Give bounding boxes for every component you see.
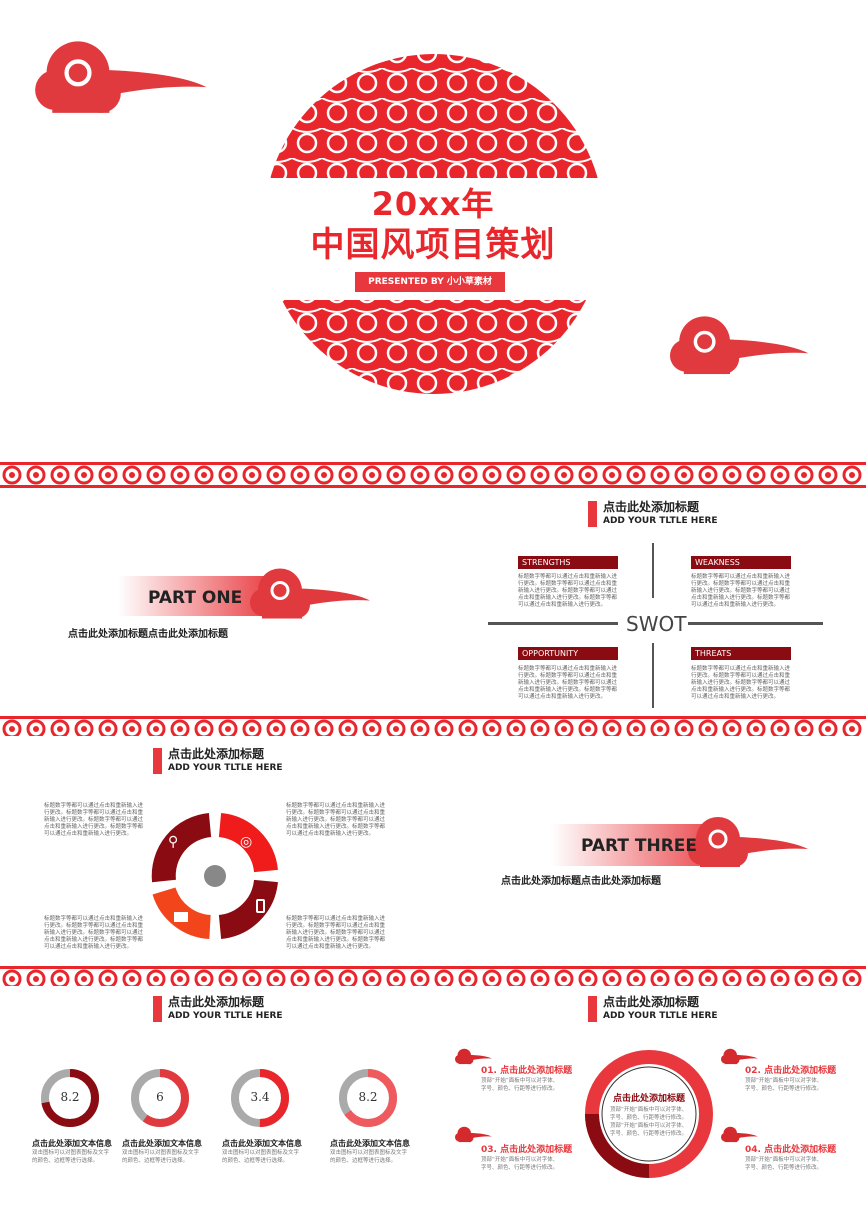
pattern-border bbox=[0, 462, 866, 488]
cloud-decoration bbox=[35, 41, 207, 113]
donut-chart bbox=[131, 1069, 189, 1127]
presented-by-badge: PRESENTED BY 小小草素材 bbox=[355, 272, 505, 292]
donut-desc: 双击图标可以对图表图标及文字的颜色、边框等进行选择。 bbox=[122, 1150, 200, 1164]
header-title: 点击此处添加标题 bbox=[168, 995, 265, 1009]
cycle-text: 标题数字等都可以通过点击和重新输入进行更改。标题数字等都可以通过点击和重新输入进… bbox=[44, 916, 144, 950]
swot-slide: 点击此处添加标题 ADD YOUR TLTLE HERE SWOT STRENG… bbox=[433, 488, 866, 718]
donut-value: 8.2 bbox=[60, 1090, 80, 1104]
center-title: 点击此处添加标题 bbox=[613, 1094, 686, 1104]
donut-arc bbox=[339, 1069, 397, 1127]
cloud-icon bbox=[455, 1126, 492, 1143]
part-three-subtitle: 点击此处添加标题点击此处添加标题 bbox=[501, 876, 661, 887]
center-desc: 顶部“开始”面板中可以对字体、字号、颜色、行距等进行修改。顶部“开始”面板中可以… bbox=[610, 1107, 688, 1137]
swot-text: 标题数字等都可以通过点击和重新输入进行更改。标题数字等都可以通过点击和重新输入进… bbox=[691, 574, 791, 608]
part-one-slide: PART ONE 点击此处添加标题点击此处添加标题 bbox=[0, 488, 433, 718]
cycle-diagram bbox=[151, 813, 278, 939]
swot-text: 标题数字等都可以通过点击和重新输入进行更改。标题数字等都可以通过点击和重新输入进… bbox=[518, 666, 618, 700]
item-title-3: 03. 点击此处添加标题 bbox=[481, 1145, 573, 1155]
cycle-text: 标题数字等都可以通过点击和重新输入进行更改。标题数字等都可以通过点击和重新输入进… bbox=[44, 803, 144, 837]
part-one-title: PART ONE bbox=[148, 588, 243, 608]
cover-title: 中国风项目策划 bbox=[310, 225, 556, 265]
cloud-decoration bbox=[250, 568, 370, 619]
brush-line bbox=[488, 622, 618, 625]
swot-center: SWOT bbox=[626, 612, 687, 636]
item-desc-3: 顶部“开始”面板中可以对字体、字号、颜色、行距等进行修改。 bbox=[481, 1157, 559, 1171]
search-icon: ⚲ bbox=[168, 834, 179, 850]
donut-desc: 双击图标可以对图表图标及文字的颜色、边框等进行选择。 bbox=[32, 1150, 110, 1164]
header-title: 点击此处添加标题 bbox=[603, 995, 700, 1009]
header-bar bbox=[588, 501, 597, 527]
donut-arc bbox=[231, 1069, 289, 1127]
donut-label: 点击此处添加文本信息 bbox=[122, 1139, 202, 1148]
swot-strengths: STRENGTHS bbox=[518, 556, 618, 569]
mail-icon bbox=[174, 912, 188, 922]
header-subtitle: ADD YOUR TLTLE HERE bbox=[168, 1011, 283, 1021]
cover-year: 20xx年 bbox=[371, 185, 495, 223]
cloud-icon bbox=[455, 1048, 492, 1065]
donut-value: 6 bbox=[156, 1090, 164, 1104]
items-slide: 点击此处添加标题 ADD YOUR TLTLE HERE 点击此处添加标题 顶部… bbox=[433, 986, 866, 1230]
swot-opportunity: OPPORTUNITY bbox=[518, 647, 618, 660]
item-desc-2: 顶部“开始”面板中可以对字体、字号、颜色、行距等进行修改。 bbox=[745, 1078, 823, 1092]
donut-label: 点击此处添加文本信息 bbox=[32, 1139, 112, 1148]
donut-desc: 双击图标可以对图表图标及文字的颜色、边框等进行选择。 bbox=[222, 1150, 300, 1164]
donut-arc bbox=[41, 1069, 99, 1127]
donut-chart bbox=[41, 1069, 99, 1127]
brush-line bbox=[652, 543, 654, 598]
swot-text: 标题数字等都可以通过点击和重新输入进行更改。标题数字等都可以通过点击和重新输入进… bbox=[691, 666, 791, 700]
donut-chart bbox=[231, 1069, 289, 1127]
brush-line bbox=[688, 622, 823, 625]
cloud-icon bbox=[721, 1048, 758, 1065]
part-three-title: PART THREE bbox=[581, 836, 698, 856]
item-title-1: 01. 点击此处添加标题 bbox=[481, 1066, 573, 1076]
header-subtitle: ADD YOUR TLTLE HERE bbox=[603, 1011, 718, 1021]
cloud-decoration bbox=[670, 316, 809, 375]
cycle-text: 标题数字等都可以通过点击和重新输入进行更改。标题数字等都可以通过点击和重新输入进… bbox=[286, 803, 386, 837]
donut-chart bbox=[339, 1069, 397, 1127]
donut-label: 点击此处添加文本信息 bbox=[330, 1139, 410, 1148]
cloud-decoration bbox=[688, 817, 808, 867]
header-bar bbox=[153, 748, 162, 774]
donut-desc: 双击图标可以对图表图标及文字的颜色、边框等进行选择。 bbox=[330, 1150, 408, 1164]
pattern-border bbox=[0, 716, 866, 742]
swot-threats: THREATS bbox=[691, 647, 791, 660]
paper-cut-medallion bbox=[264, 54, 604, 394]
item-desc-1: 顶部“开始”面板中可以对字体、字号、颜色、行距等进行修改。 bbox=[481, 1078, 559, 1092]
donut-value: 8.2 bbox=[358, 1090, 378, 1104]
cloud-icon bbox=[721, 1126, 758, 1143]
pattern-border bbox=[0, 966, 866, 992]
header-bar bbox=[153, 996, 162, 1022]
item-title-2: 02. 点击此处添加标题 bbox=[745, 1066, 837, 1076]
donut-slide: 点击此处添加标题 ADD YOUR TLTLE HERE 8.2 点击此处添加文… bbox=[0, 986, 433, 1230]
swot-text: 标题数字等都可以通过点击和重新输入进行更改。标题数字等都可以通过点击和重新输入进… bbox=[518, 574, 618, 608]
item-desc-4: 顶部“开始”面板中可以对字体、字号、颜色、行距等进行修改。 bbox=[745, 1157, 823, 1171]
mobile-icon bbox=[256, 899, 265, 913]
donut-label: 点击此处添加文本信息 bbox=[222, 1139, 302, 1148]
cover-slide: 20xx年 中国风项目策划 PRESENTED BY 小小草素材 bbox=[0, 0, 866, 460]
header-subtitle: ADD YOUR TLTLE HERE bbox=[168, 763, 283, 773]
part-three-slide: PART THREE 点击此处添加标题点击此处添加标题 bbox=[433, 736, 866, 966]
donut-arc bbox=[131, 1069, 189, 1127]
header-bar bbox=[588, 996, 597, 1022]
cycle-slide: 点击此处添加标题 ADD YOUR TLTLE HERE ⚲ ◎ 标题数字等都可… bbox=[0, 736, 433, 966]
part-banner bbox=[118, 576, 278, 616]
header-title: 点击此处添加标题 bbox=[168, 747, 265, 761]
center-ring bbox=[585, 1050, 713, 1178]
globe-icon: ◎ bbox=[240, 834, 253, 850]
brush-line bbox=[652, 643, 654, 708]
donut-value: 3.4 bbox=[250, 1090, 270, 1104]
cycle-text: 标题数字等都可以通过点击和重新输入进行更改。标题数字等都可以通过点击和重新输入进… bbox=[286, 916, 386, 950]
part-one-subtitle: 点击此处添加标题点击此处添加标题 bbox=[68, 629, 228, 640]
swot-weakness: WEAKNESS bbox=[691, 556, 791, 569]
header-subtitle: ADD YOUR TLTLE HERE bbox=[603, 516, 718, 526]
header-title: 点击此处添加标题 bbox=[603, 500, 700, 514]
item-title-4: 04. 点击此处添加标题 bbox=[745, 1145, 837, 1155]
